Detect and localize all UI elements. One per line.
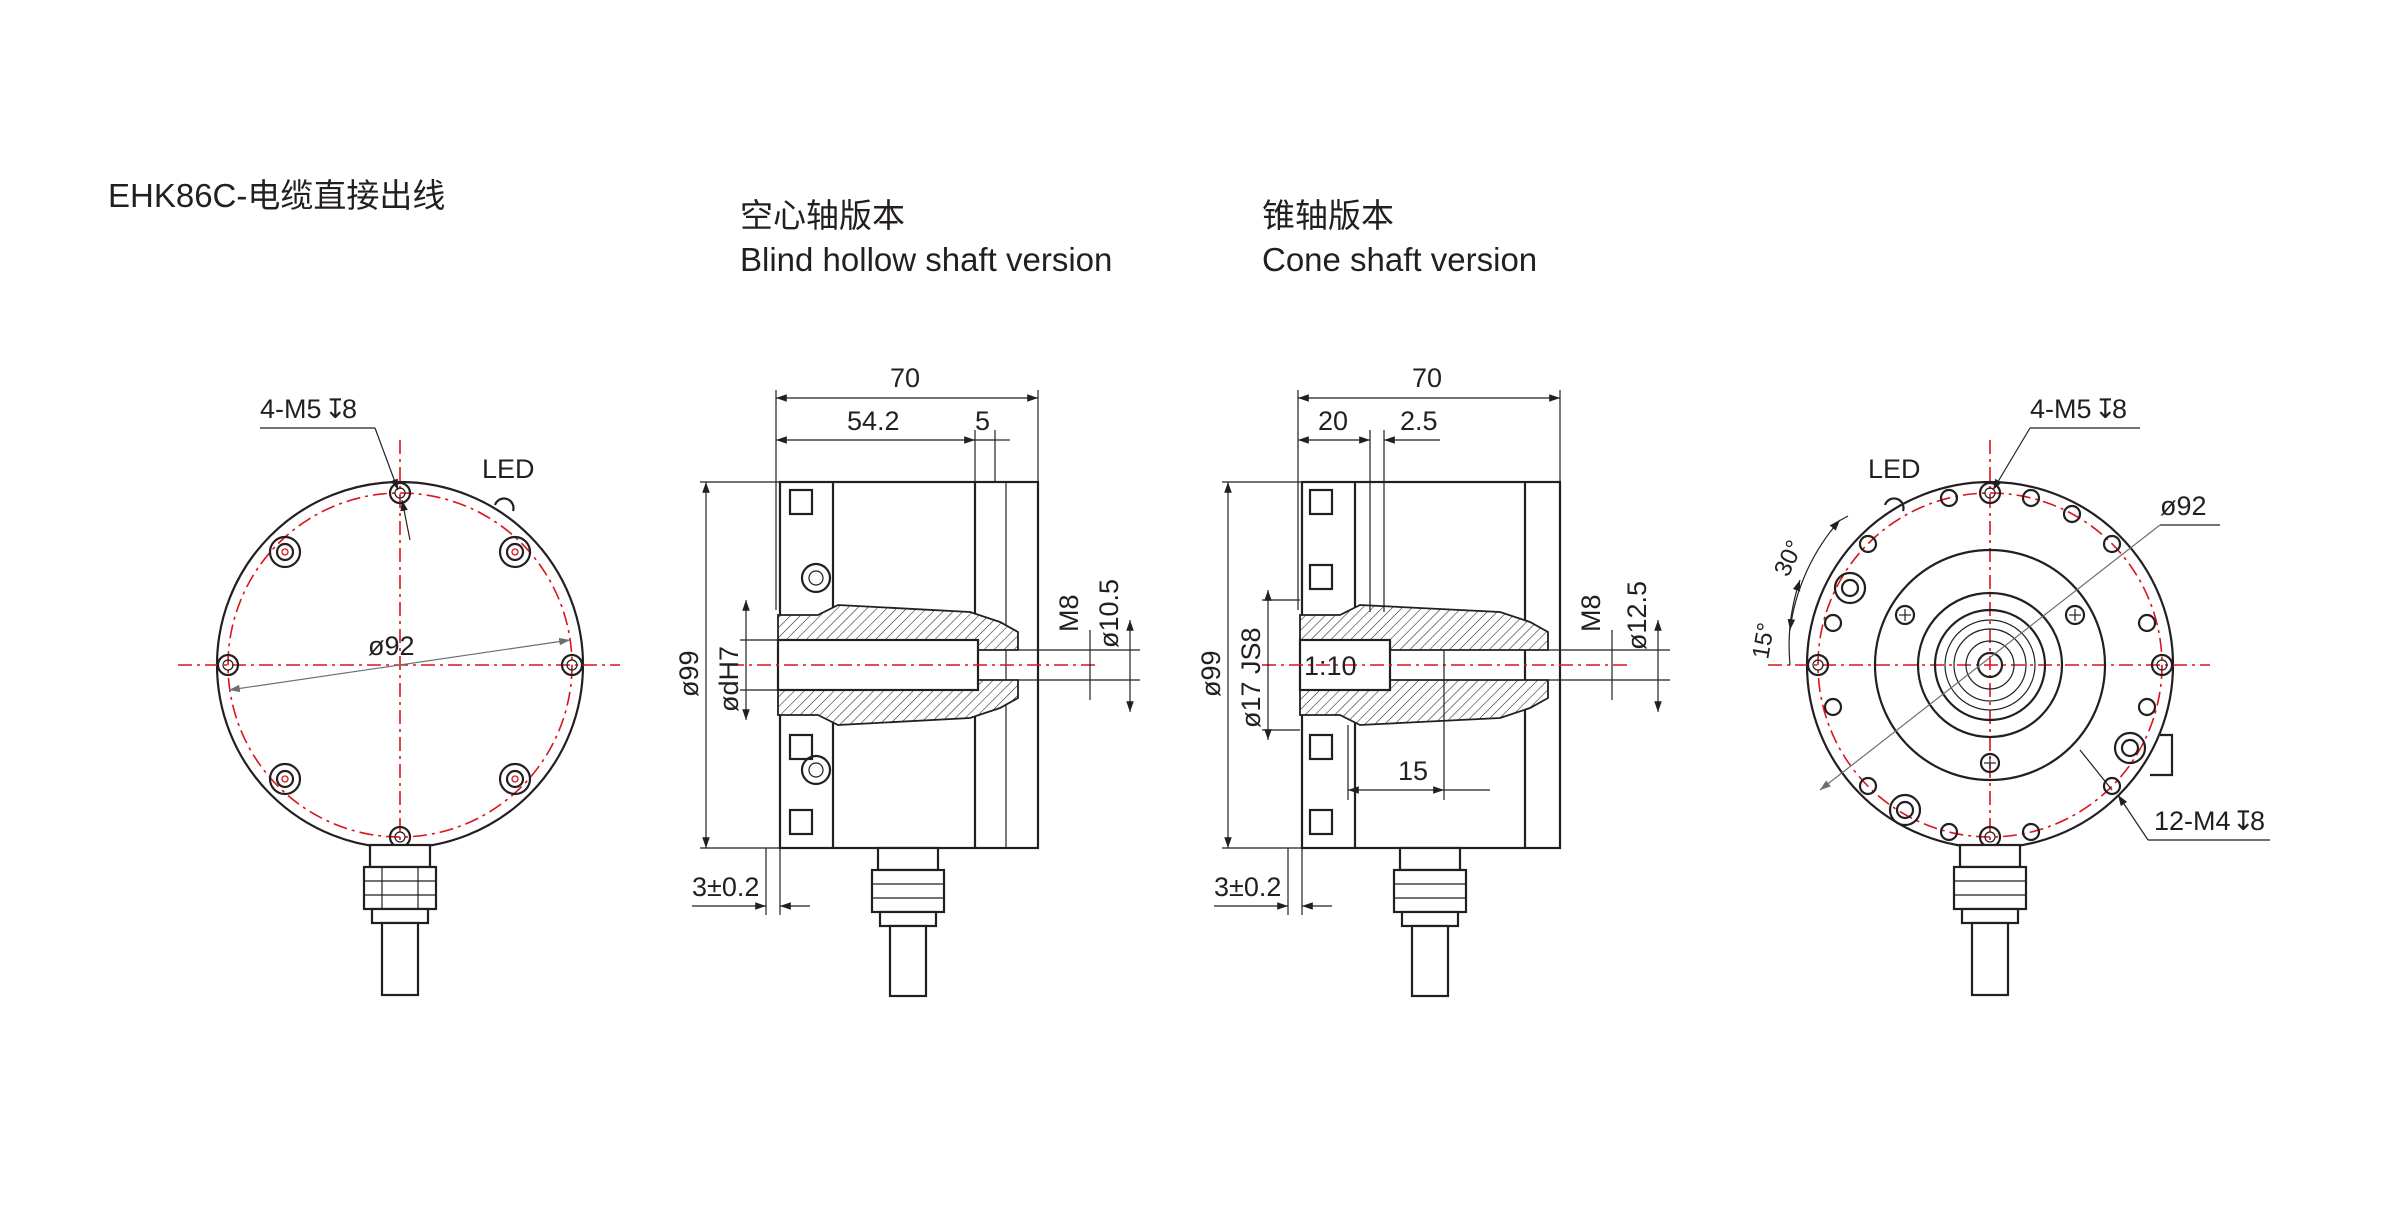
rear-angle-15: 15° bbox=[1747, 621, 1780, 661]
rear-view: 30° 15° 4-M5 ↧ 8 LED ø92 12-M4 ↧ 8 bbox=[1747, 394, 2270, 997]
cone-body-diameter: ø99 bbox=[1196, 650, 1226, 697]
front-pitch-diameter: ø92 bbox=[368, 631, 415, 661]
front-depth-symbol: ↧ bbox=[324, 394, 347, 424]
cone-length: 20 bbox=[1318, 406, 1348, 436]
hollow-shaft-title-en: Blind hollow shaft version bbox=[740, 241, 1113, 278]
cone-side-view: 1:10 70 20 2.5 ø99 ø17 JS8 M8 bbox=[1196, 363, 1670, 998]
front-counterbored-holes bbox=[268, 535, 532, 796]
hollow-shaft-title-cn: 空心轴版本 bbox=[740, 197, 905, 234]
hollow-screw: M8 bbox=[1054, 594, 1084, 632]
hollow-flange-length: 5 bbox=[975, 406, 990, 436]
hollow-side-view: 70 54.2 5 ø99 ødH7 M8 ø10.5 3±0.2 bbox=[674, 363, 1140, 998]
front-led bbox=[493, 497, 515, 512]
hollow-body-length: 54.2 bbox=[847, 406, 900, 436]
cone-shaft-title-cn: 锥轴版本 bbox=[1262, 197, 1394, 234]
cone-diameter: ø17 JS8 bbox=[1236, 627, 1266, 728]
front-led-label: LED bbox=[482, 454, 535, 484]
rear-led bbox=[1883, 497, 1905, 512]
cone-taper-ratio: 1:10 bbox=[1304, 651, 1357, 681]
hollow-flange-offset: 3±0.2 bbox=[692, 872, 759, 902]
hollow-overall-length: 70 bbox=[890, 363, 920, 393]
hollow-screw-head-diameter: ø10.5 bbox=[1094, 579, 1124, 648]
rear-depth-symbol: ↧ bbox=[2094, 394, 2117, 424]
front-cable-gland bbox=[362, 843, 438, 997]
rear-angle-30: 30° bbox=[1769, 536, 1809, 580]
rear-cable-gland bbox=[1952, 843, 2028, 997]
rear-pitch-diameter: ø92 bbox=[2160, 491, 2207, 521]
rear-depth-symbol-small: ↧ bbox=[2232, 806, 2255, 836]
hollow-body-diameter: ø99 bbox=[674, 650, 704, 697]
front-view: 4-M5 ↧ 8 LED ø92 bbox=[178, 394, 620, 997]
cone-shaft-title-en: Cone shaft version bbox=[1262, 241, 1538, 278]
front-thread-depth: 8 bbox=[342, 394, 357, 424]
model-title: EHK86C-电缆直接出线 bbox=[108, 177, 446, 214]
rear-thread-spec: 4-M5 bbox=[2030, 394, 2092, 424]
cone-screw-head-diameter: ø12.5 bbox=[1622, 581, 1652, 650]
hollow-cable-gland bbox=[870, 846, 946, 998]
cone-cable-gland bbox=[1392, 846, 1468, 998]
rear-small-thread-depth: 8 bbox=[2250, 806, 2265, 836]
cone-insert-length: 15 bbox=[1398, 756, 1428, 786]
cone-step: 2.5 bbox=[1400, 406, 1438, 436]
cone-overall-length: 70 bbox=[1412, 363, 1442, 393]
rear-thread-depth: 8 bbox=[2112, 394, 2127, 424]
cone-flange-offset: 3±0.2 bbox=[1214, 872, 1281, 902]
rear-small-thread-spec: 12-M4 bbox=[2154, 806, 2231, 836]
hollow-bore-diameter: ødH7 bbox=[714, 646, 744, 712]
cone-screw: M8 bbox=[1576, 594, 1606, 632]
rear-led-label: LED bbox=[1868, 454, 1921, 484]
front-thread-spec: 4-M5 bbox=[260, 394, 322, 424]
